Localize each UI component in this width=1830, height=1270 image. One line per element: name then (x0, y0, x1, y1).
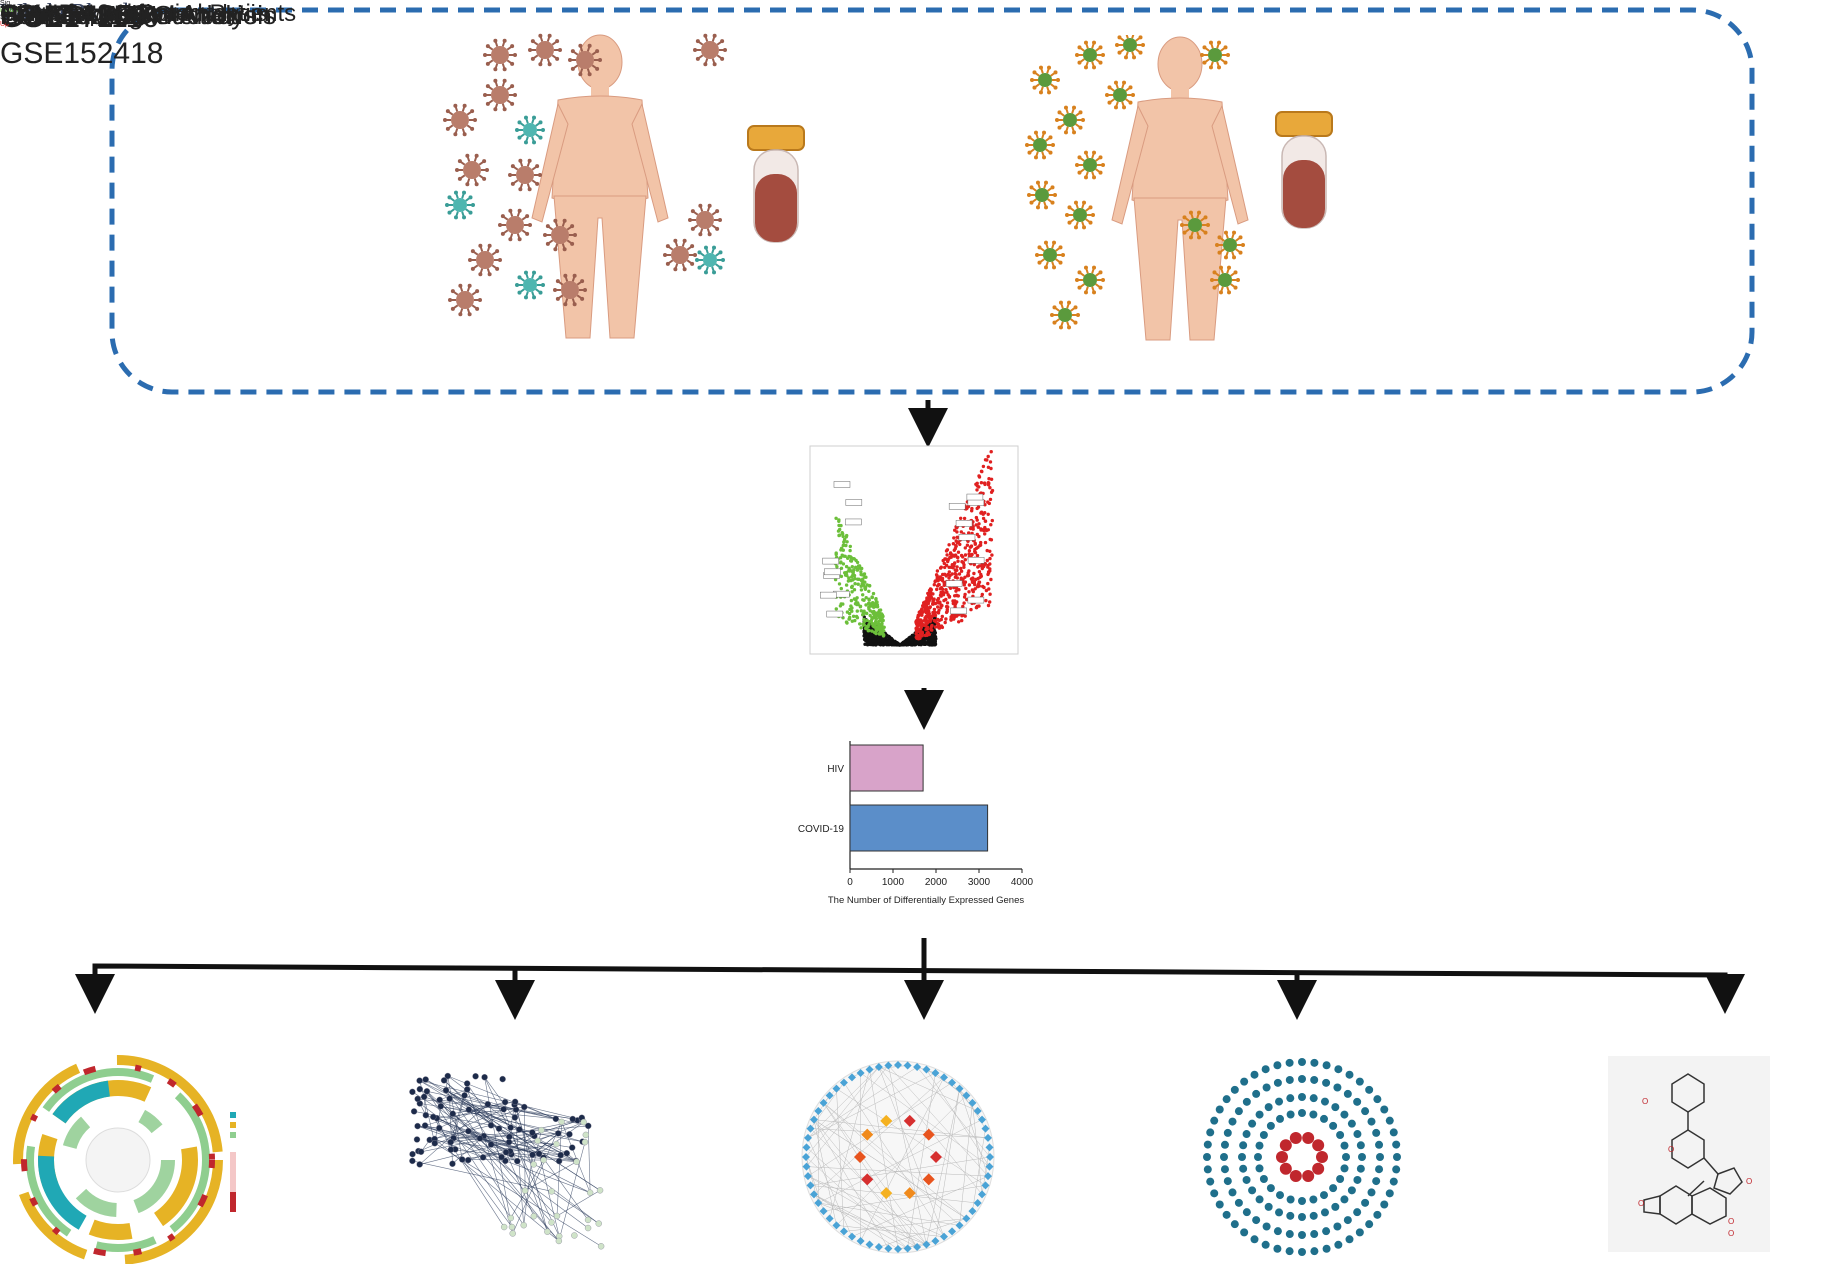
virus-icon (483, 78, 517, 112)
x-tick-label: 3000 (968, 877, 991, 888)
virus-icon (468, 243, 502, 277)
volcano-legend-stab: Stab (0, 14, 15, 21)
svg-text:O: O (1728, 1217, 1734, 1226)
virus-icon (1075, 150, 1105, 180)
category-label: HIV (827, 764, 844, 775)
x-axis-label: The Number of Differentially Expressed G… (828, 895, 1024, 906)
hiv-dataset: GSE37250 (0, 0, 147, 33)
virus-icon (1180, 210, 1210, 240)
category-label: COVID-19 (798, 824, 845, 835)
dashed-border (109, 7, 1755, 395)
virus-icon (695, 245, 725, 275)
virus-icon (1105, 80, 1135, 110)
tf-mirna-label: TF miRNAs (0, 0, 135, 30)
hiv-blood-tube-icon (1275, 111, 1333, 229)
bar-hiv (849, 744, 924, 792)
virus-icon (663, 238, 697, 272)
covid-caption: COVID-19 Infected Patients (0, 0, 297, 27)
x-tick-label: 1000 (882, 877, 905, 888)
virus-icon (1210, 265, 1240, 295)
virus-icon (1050, 300, 1080, 330)
tf-mirna-network (1203, 1058, 1401, 1256)
virus-icon (445, 190, 475, 220)
virus-icon (1075, 265, 1105, 295)
virus-icon (1075, 40, 1105, 70)
hub-gene-network (801, 1060, 995, 1254)
virus-icon (455, 153, 489, 187)
common-degs-label: Common DEGs (0, 0, 162, 26)
svg-text:O: O (1728, 1229, 1734, 1238)
svg-text:O: O (1642, 1097, 1648, 1106)
virus-icon (1200, 40, 1230, 70)
volcano-legend-up: Up (0, 21, 9, 28)
hiv-human-figure (1111, 36, 1249, 341)
hiv-virus-cluster (1025, 35, 1245, 330)
hub-gene-label: Hub Gene Extraction (0, 0, 242, 30)
covid-sample-label: Whole Blood (0, 0, 129, 26)
virus-icon (543, 218, 577, 252)
go-kegg-circular-plot (13, 1055, 236, 1264)
covid-dataset-1: GSE171110 (0, 1, 160, 34)
virus-icon (1035, 240, 1065, 270)
virus-icon (1115, 35, 1145, 60)
virus-icon (1215, 230, 1245, 260)
x-tick-label: 2000 (925, 877, 948, 888)
hiv-sample-label: Whole Blood (0, 0, 129, 26)
virus-icon (528, 33, 562, 67)
virus-icon (688, 203, 722, 237)
volcano-legend-title: Sig (0, 0, 11, 7)
virus-icon (553, 273, 587, 307)
virus-icon (515, 270, 545, 300)
covid-blood-tube-icon (747, 125, 805, 243)
volcano-plot (809, 445, 1019, 655)
virus-icon (1055, 105, 1085, 135)
top-panel (109, 7, 1755, 395)
covid-dataset-2: GSE152418 (0, 37, 164, 70)
virus-icon (1030, 65, 1060, 95)
bar-covid-19 (849, 804, 989, 852)
gene-expression-label: Gene Expression Analysis (0, 0, 268, 26)
virus-icon (443, 103, 477, 137)
covid-virus-cluster (443, 33, 727, 317)
virus-icon (483, 38, 517, 72)
hiv-caption: HIV Infected Patients (0, 0, 226, 27)
svg-text:O: O (1746, 1177, 1752, 1186)
svg-text:O: O (1638, 1199, 1644, 1208)
virus-icon (693, 33, 727, 67)
virus-icon (568, 43, 602, 77)
virus-icon (1065, 200, 1095, 230)
branch-bar (92, 963, 1728, 990)
virus-icon (448, 283, 482, 317)
virus-icon (498, 208, 532, 242)
virus-icon (515, 115, 545, 145)
x-tick-label: 4000 (1011, 877, 1034, 888)
drug-structure: OO OO OO (1608, 1056, 1770, 1252)
volcano-legend-down: Down (0, 7, 18, 14)
ppi-label: PPI Network (0, 0, 145, 30)
virus-icon (1027, 180, 1057, 210)
svg-text:O: O (1668, 1145, 1674, 1154)
x-tick-label: 0 (847, 877, 853, 888)
protein-drug-label: Protein-drug Interaction (0, 0, 272, 30)
ppi-network (409, 1072, 605, 1250)
virus-icon (508, 158, 542, 192)
covid-dataset-list: GSE171110 GSE152418 (0, 0, 163, 72)
virus-icon (1025, 130, 1055, 160)
go-kegg-label: GO and KEGG Analysis (0, 0, 277, 30)
volcano-legend: Sig Down Stab Up (0, 0, 18, 28)
covid-human-figure (531, 34, 669, 339)
